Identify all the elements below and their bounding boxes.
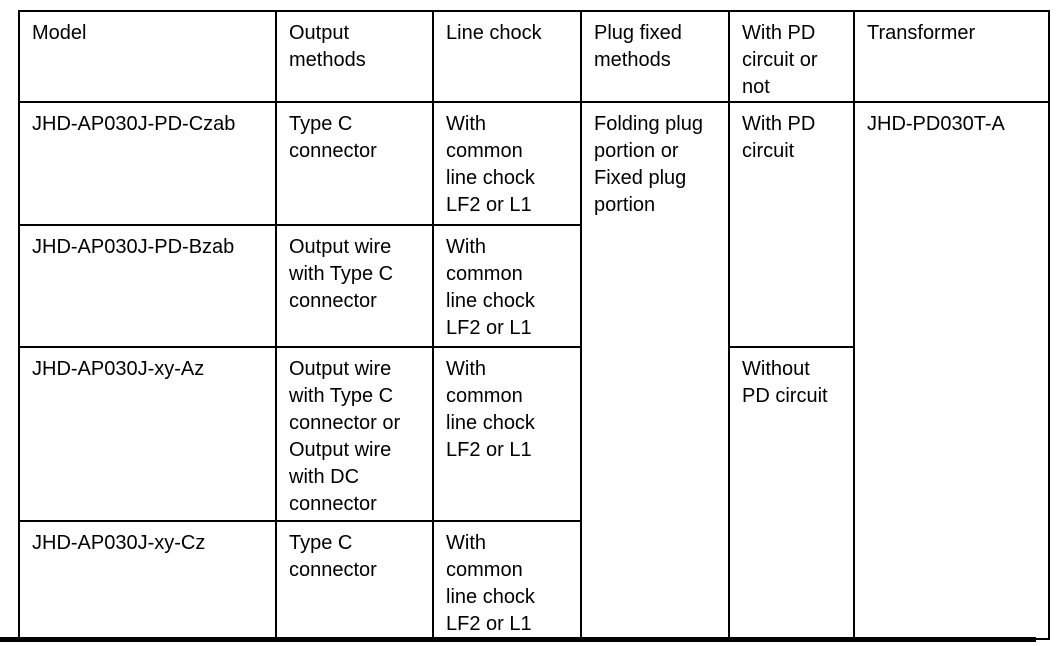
header-cell-plug-fixed-methods: Plug fixed methods <box>580 10 730 103</box>
header-plug-fixed-methods-label: Plug fixed methods <box>594 22 682 71</box>
header-row: Model Output methods Line chock Plug fix… <box>18 10 1050 103</box>
output-method-value: Type C connector <box>289 532 377 581</box>
bottom-horizontal-rule <box>0 637 1036 642</box>
header-cell-model: Model <box>18 10 277 103</box>
with-pd-circuit-value: With PD circuit <box>742 113 816 162</box>
model-value: JHD-AP030J-PD-Czab <box>32 113 236 135</box>
cell-line-chock-bzab: With common line chock LF2 or L1 <box>432 224 582 348</box>
header-cell-pd-circuit: With PD circuit or not <box>728 10 855 103</box>
header-cell-transformer: Transformer <box>853 10 1050 103</box>
header-cell-line-chock: Line chock <box>432 10 582 103</box>
output-method-value: Type C connector <box>289 113 377 162</box>
line-chock-value: With common line chock LF2 or L1 <box>446 236 535 339</box>
cell-without-pd-circuit: Without PD circuit <box>728 346 855 640</box>
line-chock-value: With common line chock LF2 or L1 <box>446 358 535 461</box>
cell-plug-fixed-methods: Folding plug portion or Fixed plug porti… <box>580 101 730 640</box>
transformer-value: JHD-PD030T-A <box>867 113 1005 135</box>
header-output-methods-label: Output methods <box>289 22 366 71</box>
table-row-xy-az: JHD-AP030J-xy-Az Output wire with Type C… <box>18 346 1049 640</box>
cell-line-chock-xy-cz: With common line chock LF2 or L1 <box>432 520 582 640</box>
cell-transformer: JHD-PD030T-A <box>853 101 1050 640</box>
output-method-value: Output wire with Type C connector or Out… <box>289 358 401 515</box>
model-value: JHD-AP030J-xy-Az <box>32 358 205 380</box>
header-pd-circuit-label: With PD circuit or not <box>742 22 818 98</box>
cell-line-chock-xy-az: With common line chock LF2 or L1 <box>432 346 582 522</box>
header-cell-output-methods: Output methods <box>275 10 434 103</box>
cell-with-pd-circuit: With PD circuit <box>728 101 855 348</box>
without-pd-circuit-value: Without PD circuit <box>742 358 828 407</box>
plug-fixed-methods-value: Folding plug portion or Fixed plug porti… <box>594 113 703 216</box>
table-row-bzab: JHD-AP030J-PD-Bzab Output wire with Type… <box>18 224 1049 348</box>
line-chock-value: With common line chock LF2 or L1 <box>446 532 535 635</box>
table-row-czab: JHD-AP030J-PD-Czab Type C connector With… <box>18 101 1050 640</box>
cell-model-bzab: JHD-AP030J-PD-Bzab <box>18 224 277 348</box>
header-line-chock-label: Line chock <box>446 22 542 44</box>
header-model-label: Model <box>32 22 87 44</box>
model-value: JHD-AP030J-PD-Bzab <box>32 236 235 258</box>
model-spec-table: Model Output methods Line chock Plug fix… <box>18 10 1050 640</box>
cell-output-xy-cz: Type C connector <box>275 520 434 640</box>
table-row-xy-cz: JHD-AP030J-xy-Cz Type C connector With c… <box>18 520 1049 640</box>
cell-model-xy-cz: JHD-AP030J-xy-Cz <box>18 520 277 640</box>
cell-model-xy-az: JHD-AP030J-xy-Az <box>18 346 277 522</box>
cell-output-czab: Type C connector <box>275 101 434 226</box>
cell-model-czab: JHD-AP030J-PD-Czab <box>18 101 277 226</box>
header-transformer-label: Transformer <box>867 22 976 44</box>
line-chock-value: With common line chock LF2 or L1 <box>446 113 535 216</box>
cell-line-chock-czab: With common line chock LF2 or L1 <box>432 101 582 226</box>
cell-output-bzab: Output wire with Type C connector <box>275 224 434 348</box>
output-method-value: Output wire with Type C connector <box>289 236 394 312</box>
cell-output-xy-az: Output wire with Type C connector or Out… <box>275 346 434 522</box>
model-value: JHD-AP030J-xy-Cz <box>32 532 206 554</box>
